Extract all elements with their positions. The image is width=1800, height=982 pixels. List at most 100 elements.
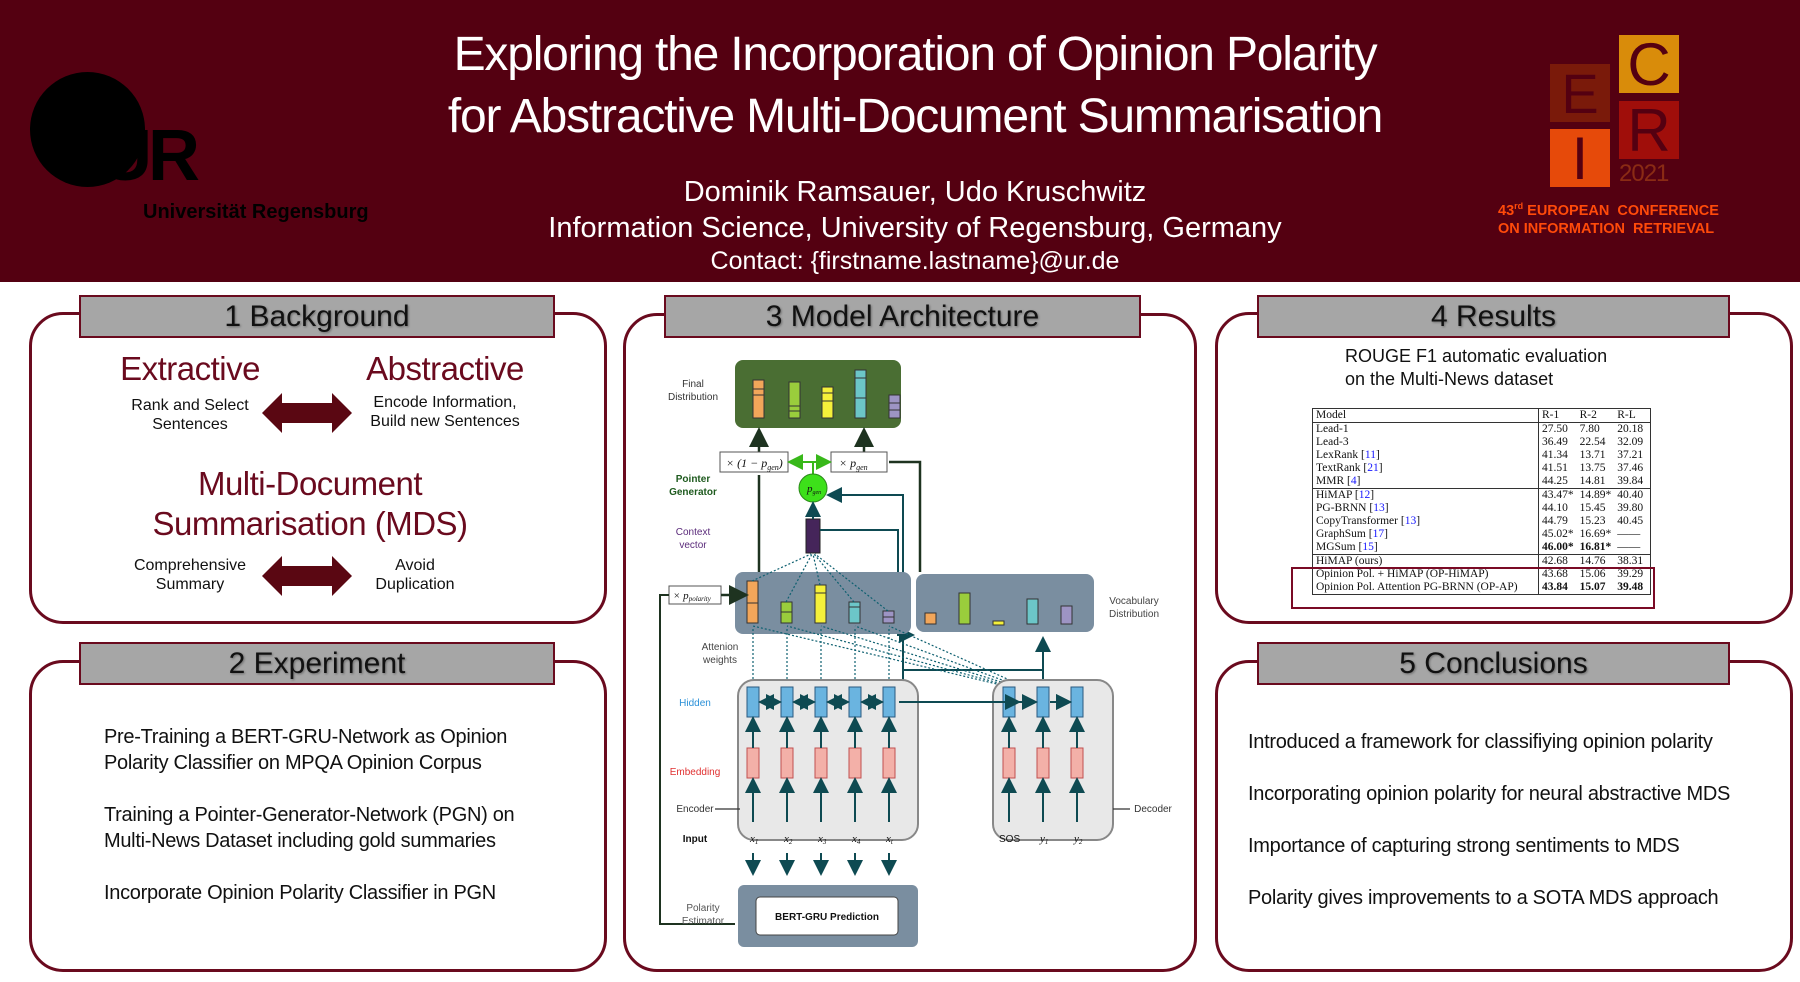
attention-weights-label-2: weights bbox=[702, 655, 737, 666]
citation-link[interactable]: 15 bbox=[1362, 541, 1374, 553]
model-name: Lead-3 bbox=[1316, 436, 1349, 448]
abstractive-description: Encode Information, Build new Sentences bbox=[355, 393, 535, 431]
vocab-bar-orange bbox=[924, 612, 937, 625]
column-header: R-2 bbox=[1576, 408, 1615, 423]
model-name: LexRank bbox=[1316, 449, 1362, 461]
contact-email: Contact: {firstname.lastname}@ur.de bbox=[710, 247, 1120, 275]
model-name: TextRank bbox=[1316, 462, 1364, 474]
score-cell-r2: 7.80 bbox=[1579, 423, 1600, 435]
one-minus-pgen-label: × (1 − pgen) bbox=[726, 456, 783, 472]
model-name: CopyTransformer bbox=[1316, 515, 1401, 527]
title-line-1: Exploring the Incorporation of Opinion P… bbox=[453, 28, 1378, 81]
table-row: MGSum [15]46.00*16.81*—— bbox=[1312, 541, 1651, 555]
abstractive-desc-line-1: Encode Information, bbox=[373, 394, 517, 411]
results-title: 4 Results bbox=[1257, 295, 1730, 338]
model-name: MMR bbox=[1316, 475, 1347, 487]
citation-link[interactable]: 4 bbox=[1350, 475, 1357, 487]
encoder-input-label: x4 bbox=[851, 833, 861, 846]
encoder-embedding-cell bbox=[814, 747, 828, 779]
score-cell-rl: —— bbox=[1617, 541, 1641, 553]
avoid-duplication: Avoid Duplication bbox=[355, 556, 475, 594]
model-cell: GraphSum [17] bbox=[1312, 528, 1539, 541]
context-vector bbox=[805, 518, 821, 554]
abstractive-heading: Abstractive bbox=[366, 350, 524, 387]
vocab-distribution-label-2: Distribution bbox=[1109, 609, 1159, 620]
model-name: HiMAP (ours) bbox=[1316, 555, 1383, 567]
pointer-generator-label-1: Pointer bbox=[676, 474, 711, 485]
ecir-year: 2021 bbox=[1619, 160, 1669, 187]
input-label: Input bbox=[683, 834, 708, 845]
experiment-item-3-line-1: Incorporate Opinion Polarity Classifier … bbox=[104, 882, 496, 904]
citation-link[interactable]: 13 bbox=[1404, 515, 1417, 527]
final-bar-yellow bbox=[821, 386, 834, 419]
mds-line-1: Multi-Document bbox=[197, 465, 423, 502]
score-cell-r2: 14.89* bbox=[1576, 488, 1615, 502]
attention-bar-yellow bbox=[814, 584, 827, 624]
architecture-diagram: Final Distribution × (1 − pgen) × pgen p… bbox=[623, 340, 1197, 960]
results-caption-line-2: on the Multi-News dataset bbox=[1345, 369, 1554, 389]
experiment-item: Training a Pointer-Generator-Network (PG… bbox=[104, 802, 584, 854]
avoid-line-2: Duplication bbox=[375, 576, 455, 593]
decoder-input-label: y1 bbox=[1039, 833, 1048, 846]
ecir-caption-line-2: ON INFORMATION RETRIEVAL bbox=[1498, 220, 1715, 237]
vocab-bar-cyan bbox=[1026, 598, 1039, 625]
conclusion-item: Importance of capturing strong sentiment… bbox=[1248, 835, 1680, 857]
column-header: R-1 bbox=[1538, 408, 1577, 423]
final-distribution-bars bbox=[752, 369, 901, 419]
abstractive-desc-line-2: Build new Sentences bbox=[370, 413, 520, 430]
model-cell: Lead-1 bbox=[1312, 422, 1539, 436]
double-arrow-icon bbox=[262, 393, 352, 433]
decoder-label: Decoder bbox=[1134, 804, 1172, 815]
model-cell: CopyTransformer [13] bbox=[1312, 515, 1539, 528]
score-cell-r1: 43.84 bbox=[1542, 581, 1568, 593]
architecture-diagram-svg: Final Distribution × (1 − pgen) × pgen p… bbox=[659, 360, 1173, 947]
decoder-input-label: SOS bbox=[999, 834, 1020, 845]
encoder-embedding-cell bbox=[780, 747, 794, 779]
citation-link[interactable]: 11 bbox=[1364, 449, 1376, 461]
decoder-input-label: y2 bbox=[1073, 833, 1083, 846]
score-cell-r1: 36.49 bbox=[1542, 436, 1568, 448]
citation-link[interactable]: 17 bbox=[1372, 528, 1385, 540]
citation-link[interactable]: 13 bbox=[1373, 502, 1385, 514]
score-cell-r1: 41.34 bbox=[1542, 449, 1568, 461]
encoder-hidden-cell bbox=[746, 686, 760, 718]
experiment-item-1-line-2: Polarity Classifier on MPQA Opinion Corp… bbox=[104, 752, 482, 774]
score-cell-rl: 37.46 bbox=[1617, 462, 1644, 474]
logo-letters: UR bbox=[100, 116, 200, 196]
score-cell-r2: 15.45 bbox=[1579, 502, 1606, 514]
score-cell-rl: 39.29 bbox=[1617, 568, 1644, 580]
score-cell-rl: 20.18 bbox=[1617, 423, 1644, 435]
results-caption-line-1: ROUGE F1 automatic evaluation bbox=[1345, 346, 1608, 366]
score-cell-rl: 39.80 bbox=[1617, 502, 1644, 514]
pgen-node-label: pgen bbox=[806, 483, 821, 496]
model-name: PG-BRNN bbox=[1316, 502, 1370, 514]
model-cell: MGSum [15] bbox=[1312, 541, 1539, 555]
mds-line-2: Summarisation (MDS) bbox=[152, 505, 468, 542]
citation-link[interactable]: 12 bbox=[1358, 489, 1371, 501]
poster-title: Exploring the Incorporation of Opinion P… bbox=[420, 24, 1410, 148]
model-name: Lead-1 bbox=[1316, 423, 1349, 435]
experiment-item: Pre-Training a BERT-GRU-Network as Opini… bbox=[104, 724, 584, 776]
decoder-hidden-cell bbox=[1070, 686, 1084, 718]
decoder-inputs: SOS y1 y2 bbox=[999, 833, 1083, 846]
poster-header: UR Universität Regensburg Exploring the … bbox=[0, 0, 1800, 282]
ecir-caption: 43rd EUROPEAN CONFERENCE ON INFORMATION … bbox=[1498, 197, 1719, 238]
context-vector-label-1: Context bbox=[676, 527, 711, 538]
score-cell-r2: 22.54 bbox=[1579, 436, 1606, 448]
logo-circle-icon bbox=[30, 72, 145, 187]
final-distribution-label-2: Distribution bbox=[668, 392, 718, 403]
score-cell-r2: 14.76 bbox=[1576, 554, 1615, 568]
model-cell: HiMAP [12] bbox=[1312, 488, 1539, 502]
model-cell: LexRank [11] bbox=[1312, 449, 1539, 462]
model-cell: TextRank [21] bbox=[1312, 462, 1539, 475]
citation-link[interactable]: 21 bbox=[1367, 462, 1379, 474]
conclusion-item: Incorporating opinion polarity for neura… bbox=[1248, 783, 1731, 805]
extractive-desc-line-1: Rank and Select bbox=[131, 397, 249, 414]
polarity-multiplier-label: × ppolarity bbox=[673, 590, 712, 603]
extractive-heading: Extractive bbox=[120, 350, 260, 387]
